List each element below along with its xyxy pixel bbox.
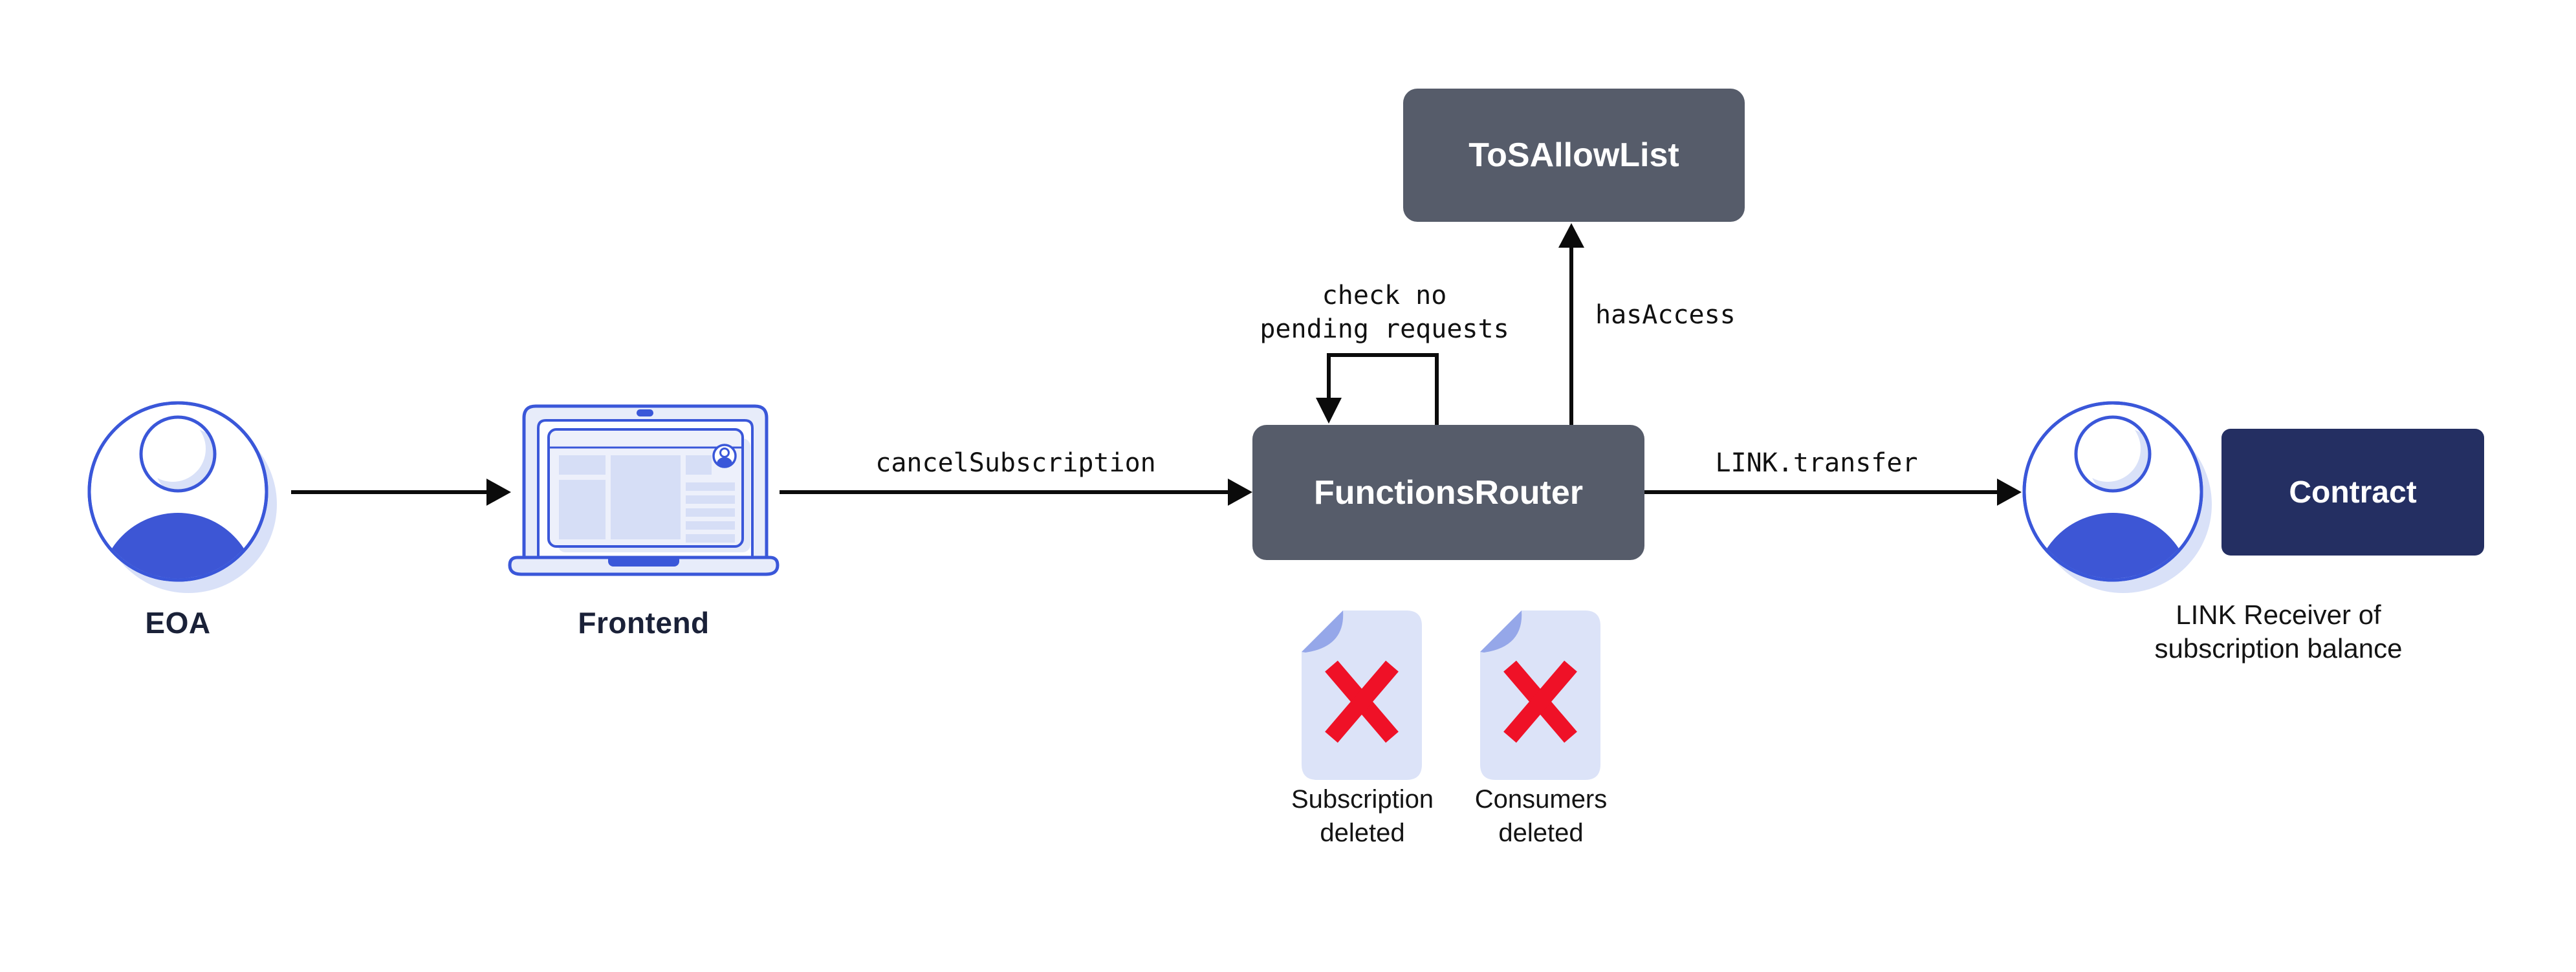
edge-router-to-receiver-arrow — [1644, 479, 2022, 506]
person-torso — [2034, 513, 2192, 579]
link-receiver-label: LINK Receiver of subscription balance — [2154, 599, 2403, 664]
laptop-webcam — [637, 409, 653, 416]
node-tos-allow-list: ToSAllowList — [1403, 89, 1745, 222]
has-access-edge-label: hasAccess — [1595, 300, 1736, 330]
browser-content-blocks — [559, 455, 735, 543]
consumers-deleted-doc-icon — [1480, 610, 1600, 780]
edge-router-self-loop-arrow — [1316, 353, 1439, 425]
document-fold — [1480, 610, 1522, 653]
edge-eoa-to-frontend-arrow — [291, 479, 511, 506]
person-head — [2074, 415, 2152, 493]
frontend-label: Frontend — [578, 606, 710, 640]
cancel-subscription-edge-label: cancelSubscription — [875, 448, 1156, 478]
subscription-deleted-doc-icon — [1302, 610, 1422, 780]
browser-avatar-icon — [712, 444, 737, 468]
laptop-base-notch — [608, 557, 679, 567]
contract-label: Contract — [2289, 475, 2417, 510]
document-fold — [1302, 610, 1344, 653]
check-no-pending-requests-edge-label: check no pending requests — [1260, 281, 1509, 344]
subscription-deleted-label: Subscription deleted — [1291, 785, 1434, 847]
person-head — [139, 415, 217, 493]
frontend-laptop-icon — [508, 404, 780, 576]
eoa-person-icon — [87, 401, 277, 593]
functions-router-label: FunctionsRouter — [1314, 473, 1583, 512]
link-transfer-edge-label: LINK.transfer — [1715, 448, 1918, 478]
eoa-label: EOA — [145, 606, 211, 640]
edge-frontend-to-router-arrow — [780, 479, 1252, 506]
delete-x-icon — [1325, 660, 1399, 743]
node-contract: Contract — [2221, 429, 2484, 556]
person-torso — [99, 513, 257, 579]
link-receiver-person-icon — [2022, 401, 2212, 593]
node-functions-router: FunctionsRouter — [1252, 425, 1644, 560]
edge-router-to-tos-arrow — [1558, 223, 1584, 425]
delete-x-icon — [1503, 660, 1577, 743]
consumers-deleted-label: Consumers deleted — [1474, 785, 1608, 847]
tos-allow-list-label: ToSAllowList — [1468, 136, 1679, 174]
